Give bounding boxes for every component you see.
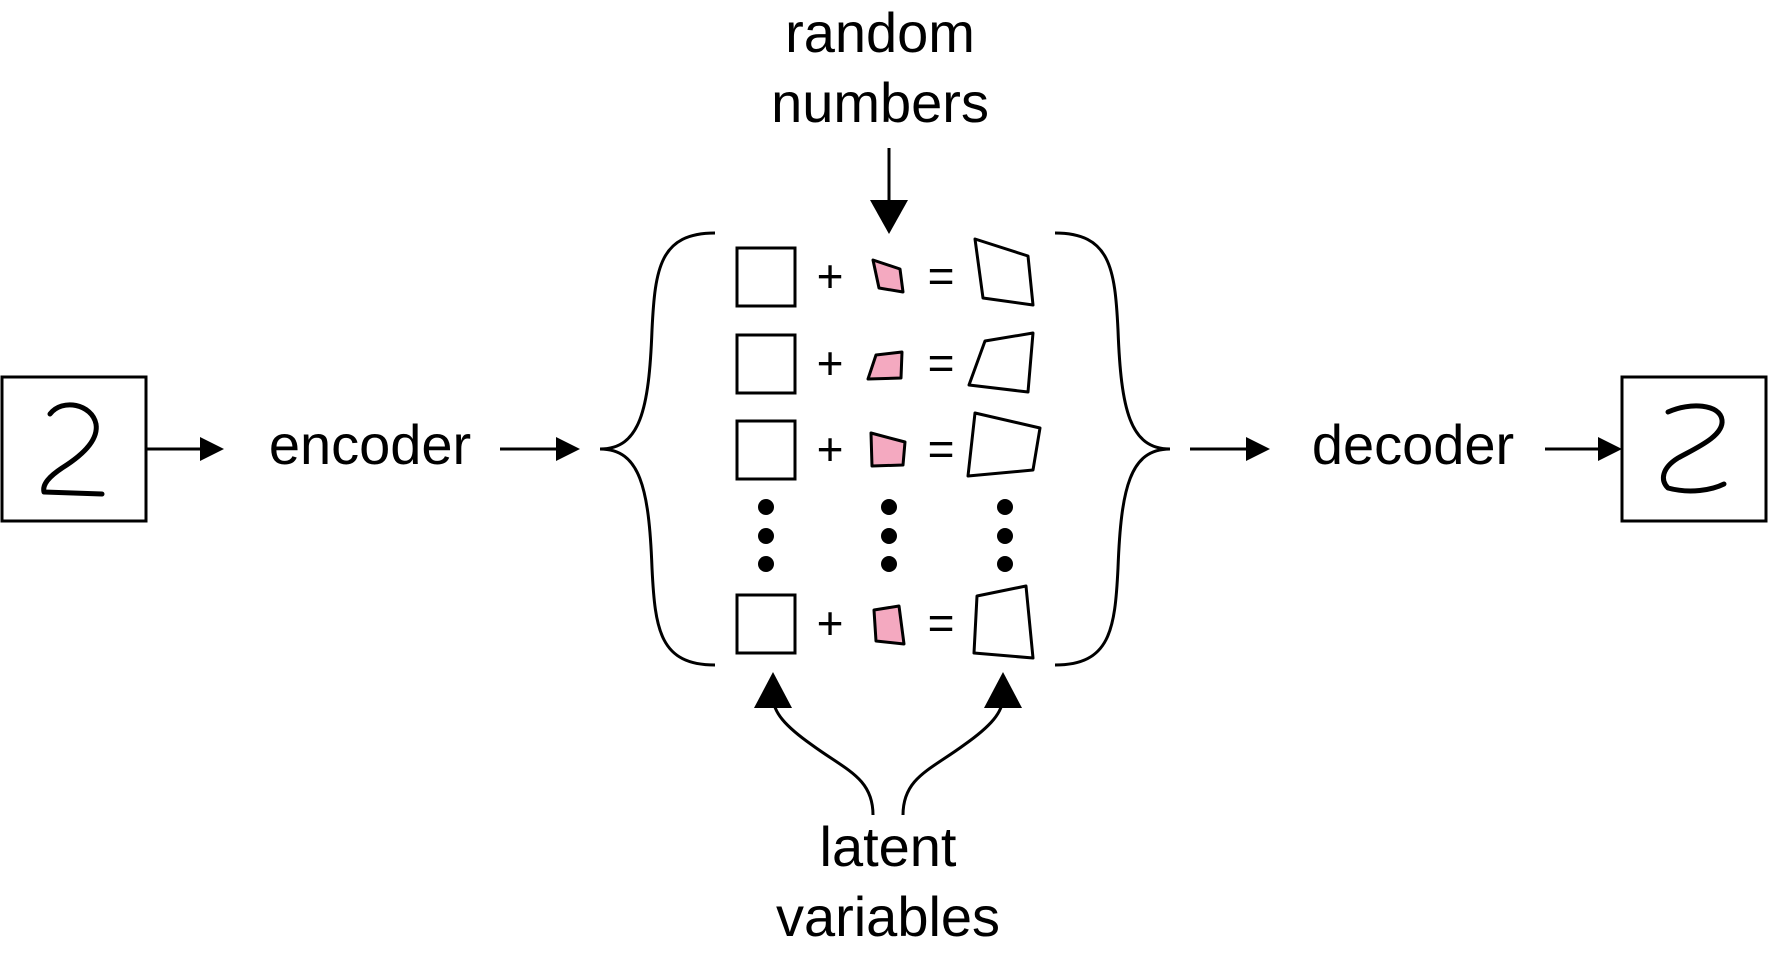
latent-sample-shape bbox=[966, 411, 1042, 478]
decoder-label: decoder bbox=[1312, 413, 1514, 476]
arrow-decoder-to-output bbox=[1545, 437, 1622, 461]
random-noise-shape bbox=[866, 350, 904, 381]
ellipsis-column-noise bbox=[881, 499, 897, 572]
encoder-label: encoder bbox=[269, 413, 471, 476]
output-image bbox=[1620, 375, 1768, 523]
plus-sign: + bbox=[817, 423, 844, 475]
right-brace bbox=[1054, 231, 1171, 667]
latent-mean-box bbox=[735, 593, 797, 655]
random-noise-shape bbox=[872, 604, 906, 646]
equals-sign: = bbox=[928, 423, 955, 475]
latent-variables-label-line1: latent bbox=[820, 815, 957, 878]
input-digit-2-icon bbox=[41, 402, 105, 497]
output-image-frame bbox=[1620, 375, 1768, 523]
input-image bbox=[0, 375, 148, 523]
random-noise-shape bbox=[871, 258, 905, 294]
latent-mean-box bbox=[735, 333, 797, 395]
latent-variables-label-line2: variables bbox=[776, 885, 1000, 948]
random-noise-shape bbox=[869, 431, 907, 468]
left-brace bbox=[599, 231, 716, 667]
random-numbers-label-line1: random bbox=[785, 1, 975, 64]
equals-sign: = bbox=[928, 337, 955, 389]
arrow-input-to-encoder bbox=[146, 437, 224, 461]
arrow-encoder-to-latent bbox=[500, 437, 580, 461]
arrow-latent-to-mean-column bbox=[754, 672, 875, 816]
latent-row: + = bbox=[735, 331, 1035, 395]
plus-sign: + bbox=[817, 337, 844, 389]
ellipsis-column-latent-mean bbox=[758, 499, 774, 572]
latent-mean-box bbox=[735, 419, 797, 481]
output-digit-2-icon bbox=[1660, 403, 1727, 494]
plus-sign: + bbox=[817, 250, 844, 302]
arrow-latent-to-sample-column bbox=[901, 672, 1022, 816]
latent-sample-shape bbox=[972, 584, 1035, 660]
latent-row: + = bbox=[735, 411, 1042, 481]
ellipsis-column-latent-sample bbox=[997, 499, 1013, 572]
input-image-frame bbox=[0, 375, 148, 523]
arrow-random-numbers-down bbox=[870, 148, 908, 234]
random-numbers-label-line2: numbers bbox=[771, 71, 989, 134]
latent-row: + = bbox=[735, 584, 1035, 660]
plus-sign: + bbox=[817, 597, 844, 649]
latent-row: + = bbox=[735, 237, 1035, 308]
arrow-latent-to-decoder bbox=[1190, 437, 1270, 461]
latent-sample-shape bbox=[967, 331, 1035, 394]
latent-mean-box bbox=[735, 246, 797, 308]
equals-sign: = bbox=[928, 597, 955, 649]
latent-sample-shape bbox=[973, 237, 1035, 307]
equals-sign: = bbox=[928, 250, 955, 302]
